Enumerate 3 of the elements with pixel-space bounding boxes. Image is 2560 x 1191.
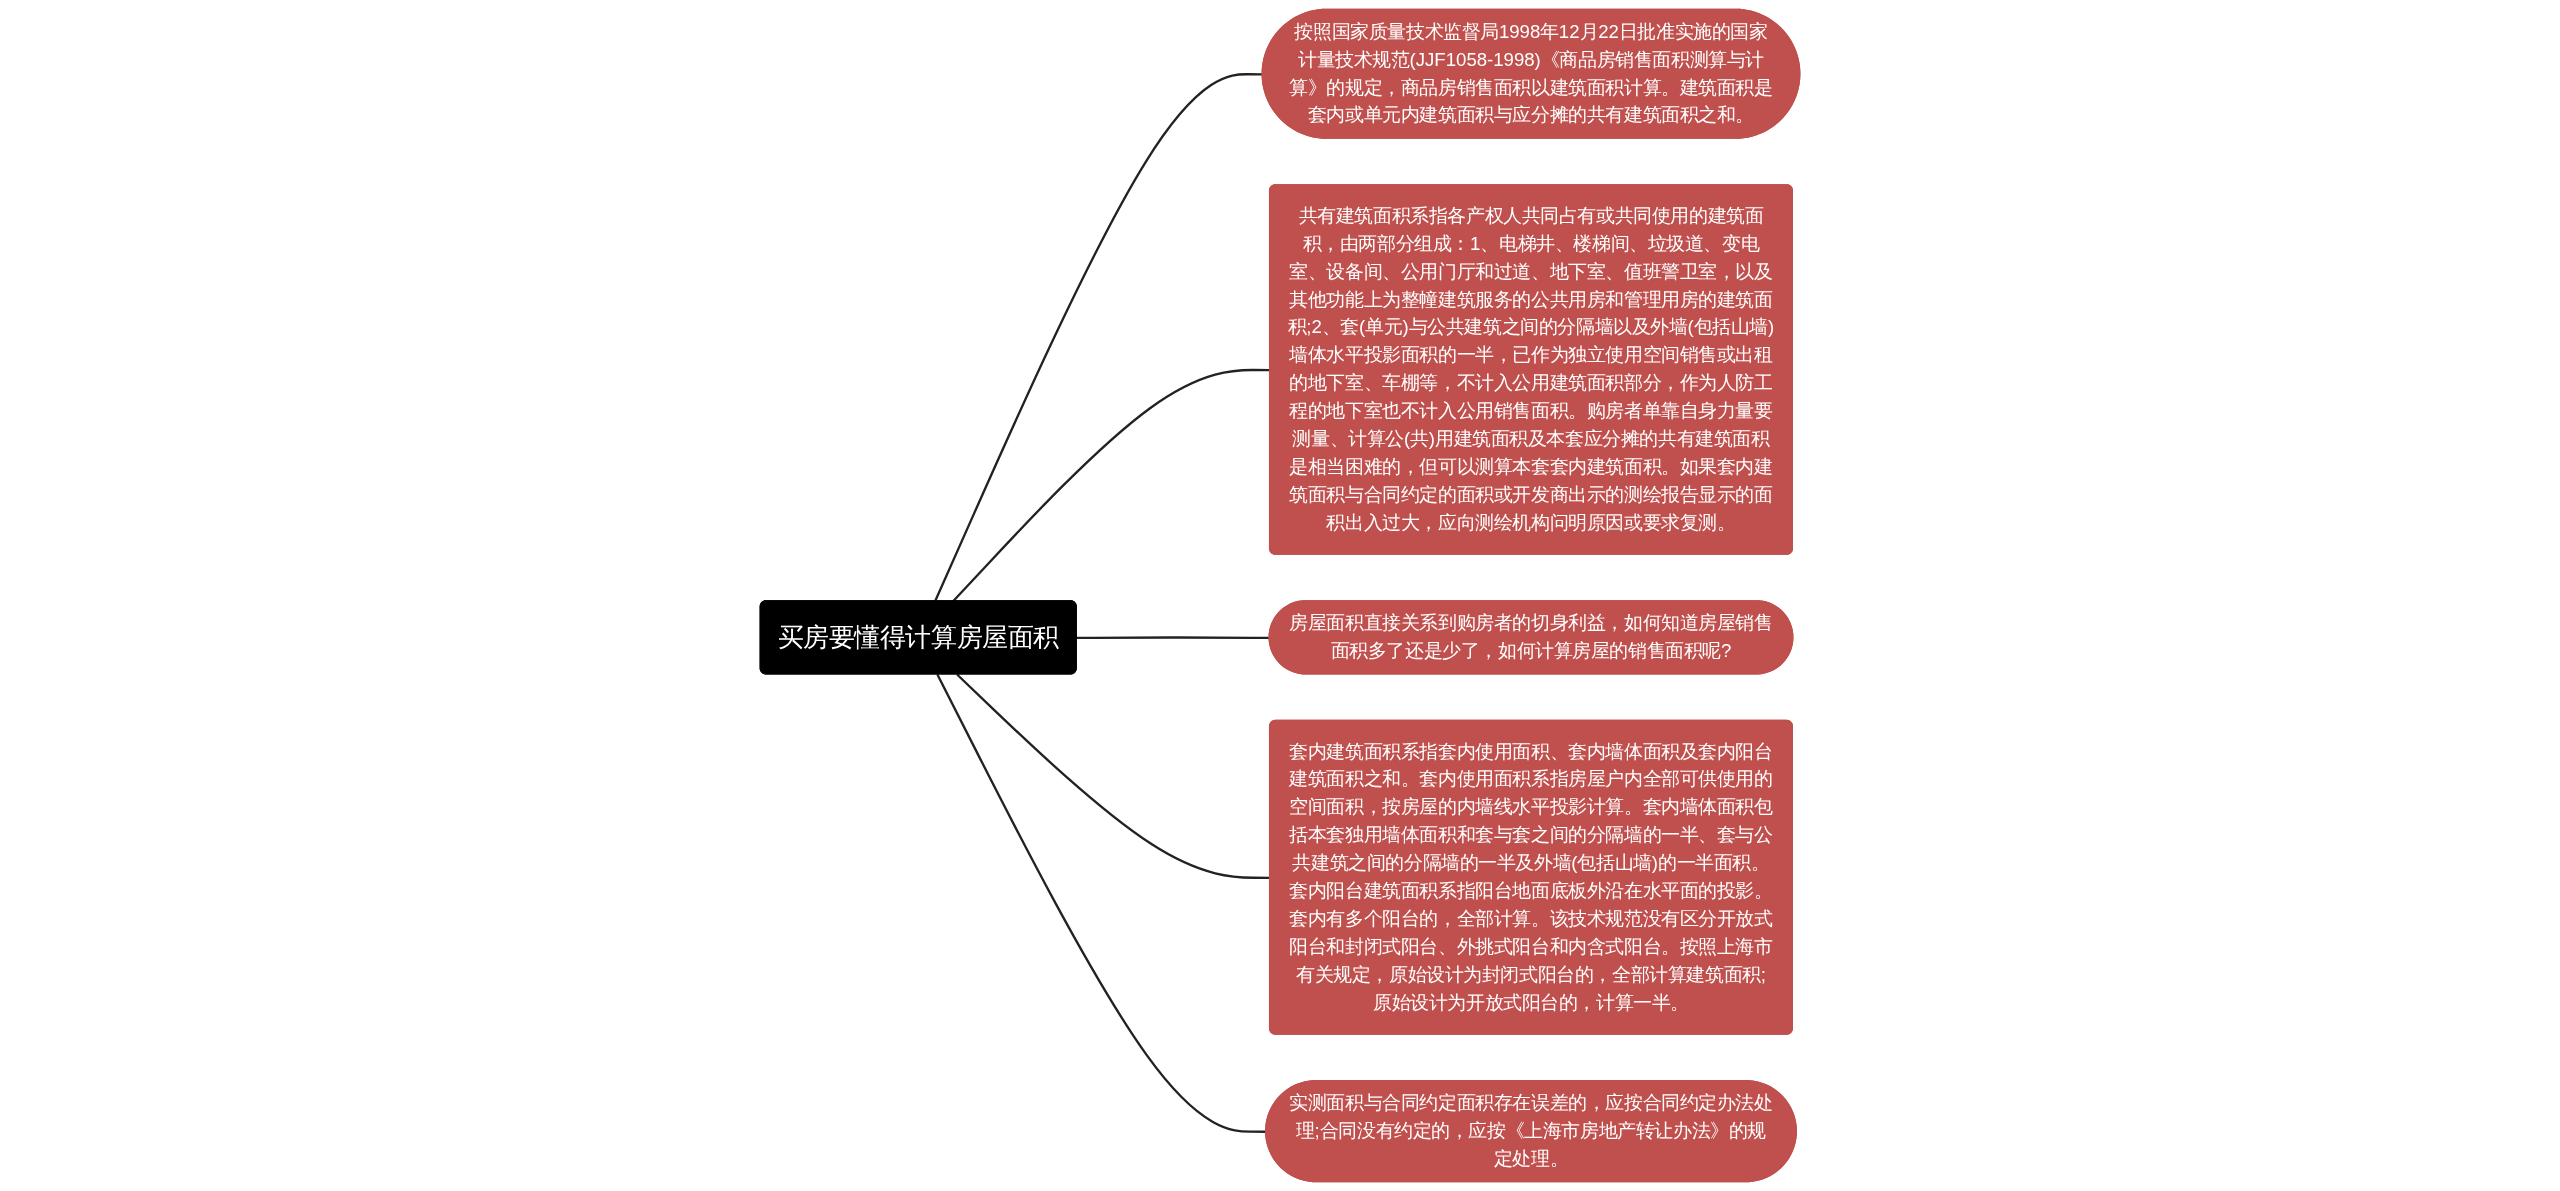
connector xyxy=(936,674,1267,1133)
connector xyxy=(934,73,1263,602)
connector xyxy=(1076,636,1270,640)
